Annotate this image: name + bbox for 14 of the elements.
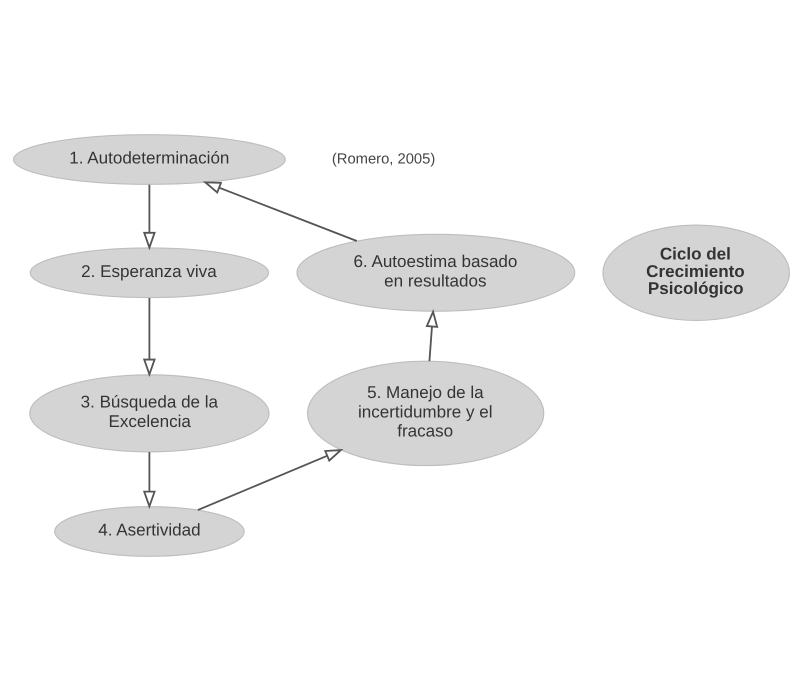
node-ellipse: 3. Búsqueda de la Excelencia	[28, 374, 270, 452]
arrow	[142, 452, 156, 510]
arrow	[202, 181, 357, 242]
node-ellipse: 4. Asertividad	[54, 506, 244, 557]
arrow	[142, 184, 156, 250]
node-ellipse: 5. Manejo de la incertidumbre y el fracaso	[306, 360, 544, 466]
arrow	[196, 449, 343, 511]
node-ellipse: Ciclo del Crecimiento Psicológico	[602, 224, 790, 322]
node-ellipse: 1. Autodeterminación	[12, 134, 286, 185]
arrow	[424, 308, 438, 362]
node-ellipse: 2. Esperanza viva	[29, 247, 269, 298]
label: (Romero, 2005)	[331, 151, 435, 168]
arrow	[142, 298, 156, 378]
node-ellipse: 6. Autoestima basado en resultados	[296, 234, 575, 312]
